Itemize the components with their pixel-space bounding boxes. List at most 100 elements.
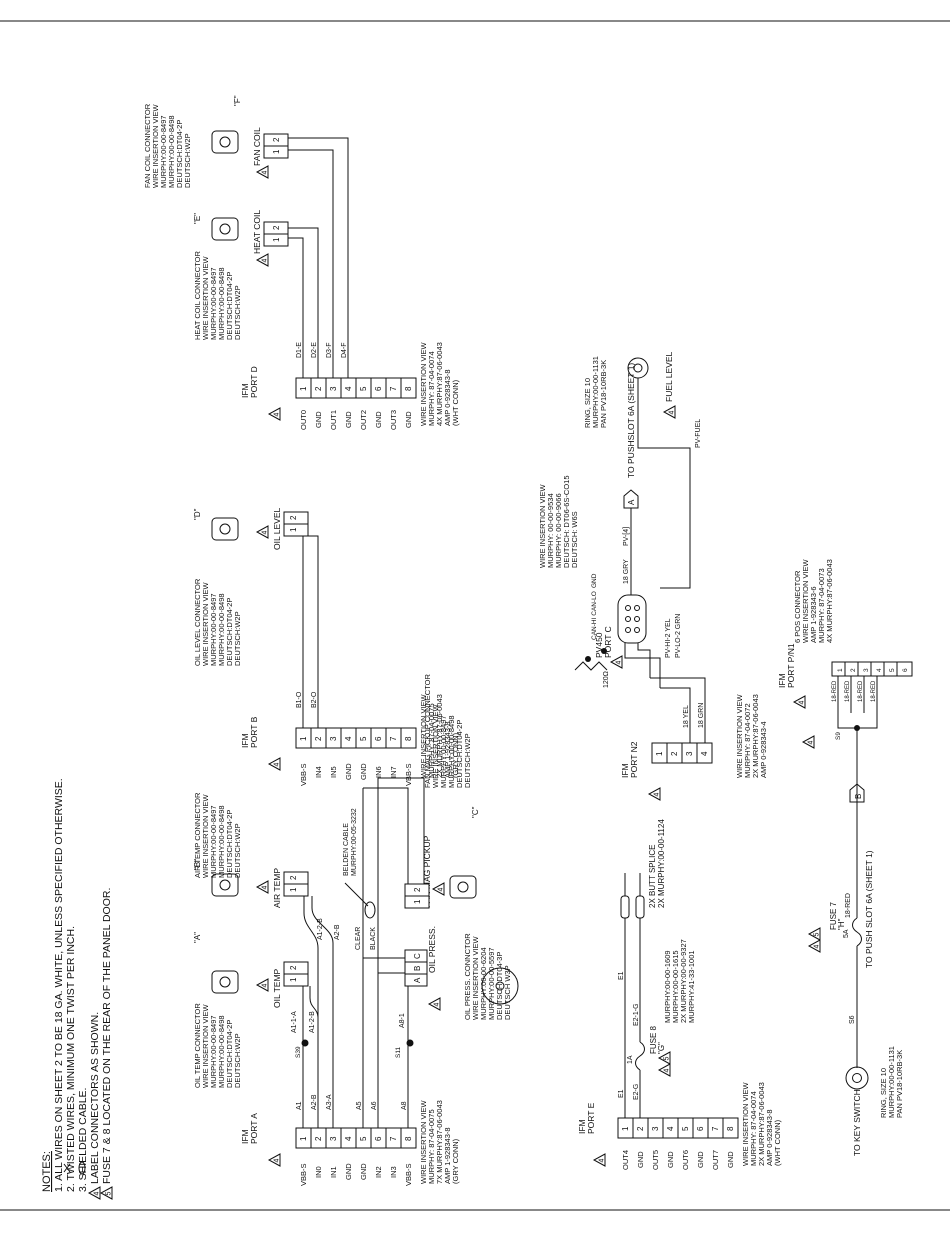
wire-label: D4-F [341,342,348,358]
port-d-title: IFM [240,383,250,398]
port-d-pin: 5 [359,386,368,391]
port-a-pin: 3 [329,1136,338,1141]
port-b-pin: 8 [404,736,413,741]
pin: 1 [289,527,298,532]
pin-label: VBB-S [299,1163,308,1186]
info-line: MURPHY: 00-00-9066 [554,493,563,568]
port-n2-label-mark: 4 [654,793,661,797]
port-e-title: IFM [577,1119,587,1134]
info-line: DEUTSCH:DT04-2P [455,720,464,788]
pv450-name: PORT C [603,626,613,658]
info-line: MURPHY:00-00-8498 [217,593,226,666]
info-line: MURPHY: 00-00-9534 [546,493,555,568]
port-p-n1: IFM PORT P/N1 4 1 2 3 4 5 6 6 POS CONNEC… [777,558,913,749]
fuse-8-name: FUSE 8 [649,1025,658,1054]
resistor-120-icon [574,661,608,671]
oil-press-info: OIL PRESS. CONNCTOR WIRE INSERTION VIEW … [463,933,512,1020]
wire-label: 18-RED [832,680,838,702]
oil-level-plug-icon [211,517,239,541]
fan-coil-tag: "F" [233,95,242,106]
info-line: MURPHY: 87-04-0075 [427,1109,436,1184]
oil-level-plug-pin-icon [219,523,231,535]
fan-mag-label: FAN MAG PICKUP [422,835,432,908]
pin-label: IN0 [314,1166,323,1178]
port-b-pin: 2 [314,736,323,741]
wire-label: A1-1-A [291,1011,298,1033]
heat-coil-label: HEAT COIL [252,210,262,254]
air-temp-label: AIR TEMP [272,868,282,908]
oil-press-label: OIL PRESS. [427,926,437,973]
port-d-pin: 7 [389,386,398,391]
info-line: OIL LEVEL CONNECTOR [193,578,202,666]
port-d-name: PORT D [249,366,259,398]
note-3: 3. SHIELDED CABLE. [77,1088,89,1192]
info-line: 4X MURPHY:87-06-0043 [825,559,834,643]
info-line: DEUTSCH:DT04-2P [225,272,234,340]
port-e-info: WIRE INSERTION VIEW MURPHY: 87-04-0074 2… [741,1081,782,1166]
wire-label: A5 [356,1101,363,1110]
splice-label: S9 [835,732,842,740]
pin-label: OUT6 [681,1150,690,1170]
info-line: AIR TEMP CONNECTOR [193,792,202,878]
info-line: 7X MURPHY:87-06-0043 [435,1100,444,1184]
fuse-7-rating: 5A [843,929,850,938]
pin-label: GND [726,1151,735,1168]
info-line: HEAT COIL CONNECTOR [193,251,202,340]
butt-splice-line2: 2X MURPHY:00-00-1124 [657,819,666,908]
info-line: OIL TEMP CONNECTOR [193,1003,202,1088]
pv450-gnd-label: GND [591,573,598,588]
splice-label: S39 [295,1046,302,1058]
fuse-7-name: FUSE 7 [829,901,838,930]
port-p-pin: 5 [889,668,896,672]
port-e-label-icon [592,1153,606,1167]
info-line: WIRE INSERTION VIEW [741,1081,750,1166]
wire-label: D1-E [296,342,303,358]
oil-temp-info: OIL TEMP CONNECTOR WIRE INSERTION VIEW M… [193,1003,242,1088]
fuse-8-parts: MURPHY:00-00-1609 MURPHY:00-00-1615 2X M… [663,939,696,1023]
notes-block: NOTES: 1. ALL WIRES ON SHEET 2 TO BE 18 … [41,778,113,1200]
info-line: WIRE INSERTION VIEW [419,1099,428,1184]
info-line: RING, SIZE 10 [583,378,592,428]
info-line: (WHT CONN) [773,1119,782,1166]
port-a-label-icon [267,1153,281,1167]
pin: 1 [289,887,298,892]
fuse-8-tag: "G" [657,1042,666,1054]
oil-press-plug-pin-icon [495,981,505,991]
port-b-name: PORT B [249,716,259,748]
oil-temp-label: OIL TEMP [272,968,282,1008]
port-b: IFM PORT B 4 1 2 3 4 5 6 7 8 VBB-S IN4 I… [240,548,460,786]
info-line: WIRE INSERTION VIEW [419,341,428,426]
port-e-pin: 2 [636,1126,645,1131]
to-pushslot-a: A TO PUSHSLOT 6A (SHEET 1) [623,363,639,509]
junction-dot [601,648,607,654]
shield-icon [364,901,376,919]
pin: 2 [289,875,298,880]
port-b-label-icon [267,757,281,771]
wire-label: E1 [618,1089,625,1098]
splice-label: S11 [395,1047,402,1058]
fan-mag-info: FAN MAG PICKUP CONNECTOR WIRE INSERTION … [423,674,472,788]
pin-label: IN1 [329,1166,338,1178]
info-line: WIRE INSERTION VIEW [471,935,480,1020]
info-line: MURPHY:00-00-8498 [447,715,456,788]
wire-label: 18-RED [871,680,877,702]
info-line: MURPHY: 87-04-0075 [427,703,436,778]
info-line: PAN PV18-10RB-3K [895,1050,904,1118]
fuel-level-label-icon [662,405,676,419]
fan-mag-label-icon [431,882,445,896]
pin: 2 [289,515,298,520]
port-e-pin: 5 [681,1126,690,1131]
port-a-pin: 5 [359,1136,368,1141]
info-line: OIL PRESS. CONNCTOR [463,933,472,1020]
port-n2-pin: 3 [685,751,694,756]
note-1: 1. ALL WIRES ON SHEET 2 TO BE 18 GA. WHI… [53,778,65,1192]
oil-level-connector: OIL LEVEL CONNECTOR WIRE INSERTION VIEW … [193,508,319,666]
wire-label: 18 GRY [623,559,630,584]
pin-label: GND [666,1151,675,1168]
info-line: WIRE INSERTION VIEW [201,793,210,878]
butt-splice: E1 2X BUTT SPLICE 2X MURPHY:00-00-1124 [618,819,666,980]
junction-dot [585,656,591,662]
wire-label: PV-FUEL [695,419,702,448]
wire-label: A8 [401,1101,408,1110]
info-line: 4X MURPHY:87-06-0043 [435,342,444,426]
